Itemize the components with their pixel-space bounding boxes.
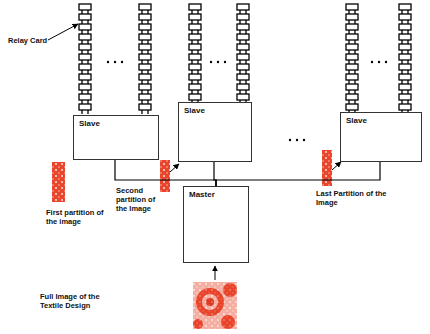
leader-arrow <box>170 164 179 172</box>
relay-card-chains <box>79 4 411 114</box>
image-label: Full Image of the Textile Design <box>40 292 118 310</box>
slave-box: Slave <box>178 102 252 162</box>
textile-image <box>193 282 237 329</box>
slave-box: Slave <box>340 112 422 162</box>
image-label: Second partition of the Image <box>116 186 160 213</box>
box-label: Master <box>184 187 248 204</box>
image-label: Last Partition of the Image <box>316 189 388 207</box>
image-label: First partition of the image <box>46 208 108 226</box>
leader-arrow <box>332 162 341 170</box>
slave-box: Slave <box>73 115 159 160</box>
input-arrow <box>215 266 216 280</box>
box-label: Slave <box>179 103 251 120</box>
master-box: Master <box>183 186 249 263</box>
image-partition <box>160 160 170 192</box>
bus-connector <box>115 160 216 186</box>
image-partition <box>52 162 65 202</box>
part-label: Relay Card <box>8 36 53 45</box>
bus-connector <box>216 162 380 186</box>
leader-arrow <box>48 24 78 40</box>
box-label: Slave <box>341 113 421 130</box>
box-label: Slave <box>74 116 158 133</box>
